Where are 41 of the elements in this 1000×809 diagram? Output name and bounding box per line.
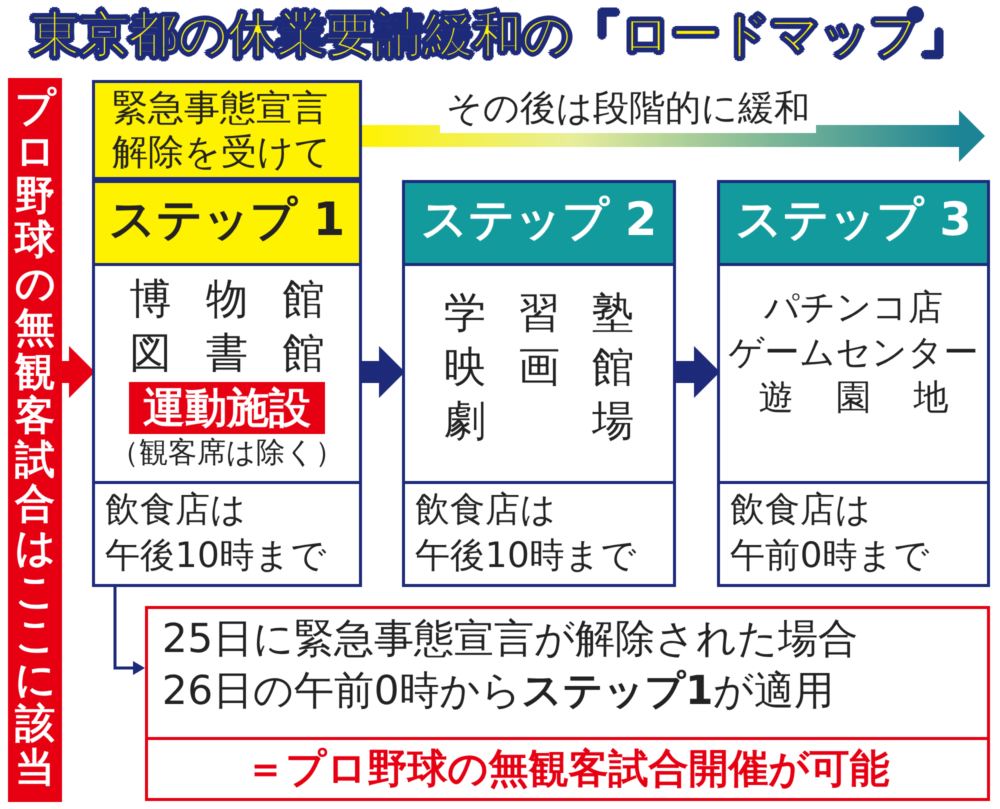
hours-text: 飲食店は: [730, 489, 871, 532]
hours-text: 午後10時まで: [105, 534, 327, 578]
arrow: [359, 346, 405, 398]
facility-label: 博物館: [130, 273, 324, 325]
hours-text: 午後10時まで: [415, 534, 637, 578]
facility-cell: [95, 263, 359, 481]
step-heading: ステップ 2: [420, 191, 658, 248]
highlighted-label: 運動施設: [129, 382, 325, 434]
title: 東京都の休業要請緩和の「ロードマップ」: [30, 5, 970, 65]
facility-cell: [405, 263, 673, 481]
restaurant-cell: [720, 481, 987, 584]
facility-cell: [720, 263, 987, 481]
step-column: [402, 180, 676, 587]
condition-box: [92, 80, 362, 180]
step-column: [92, 180, 362, 587]
hours-text: 飲食店は: [105, 489, 246, 532]
condition-note: 26日の午前0時からステップ1が適用: [162, 667, 836, 716]
vertical-label: プロ野球の無観客試合はここに該当: [15, 86, 55, 790]
restaurant-cell: [95, 481, 359, 584]
facility-label: 遊園地: [758, 376, 948, 420]
step-heading: ステップ 3: [734, 191, 973, 248]
vertical-banner: [8, 78, 62, 802]
conclusion-text: ＝プロ野球の無観客試合開催が可能: [244, 745, 890, 794]
note-box: [145, 606, 990, 801]
condition-note: 25日に緊急事態宣言が解除された場合: [162, 615, 859, 664]
condition-text: 緊急事態宣言解除を受けて: [112, 87, 332, 175]
facility-label: 図書館: [130, 326, 324, 379]
facility-label: （観客席は除く）: [110, 434, 344, 471]
facility-label: ゲームセンター: [728, 332, 978, 375]
facility-label: 劇場: [444, 394, 634, 446]
hours-text: 飲食店は: [415, 489, 556, 532]
facility-label: 学習塾: [444, 287, 634, 339]
facility-label: パチンコ店: [764, 287, 943, 330]
step-column: [717, 180, 990, 587]
arrow: [114, 584, 145, 675]
facility-label: 映画館: [444, 340, 634, 393]
restaurant-cell: [405, 481, 673, 584]
arrow: [62, 346, 95, 398]
step-heading: ステップ 1: [108, 191, 346, 248]
hours-text: 午前0時まで: [730, 534, 930, 578]
arrow: [673, 346, 720, 398]
